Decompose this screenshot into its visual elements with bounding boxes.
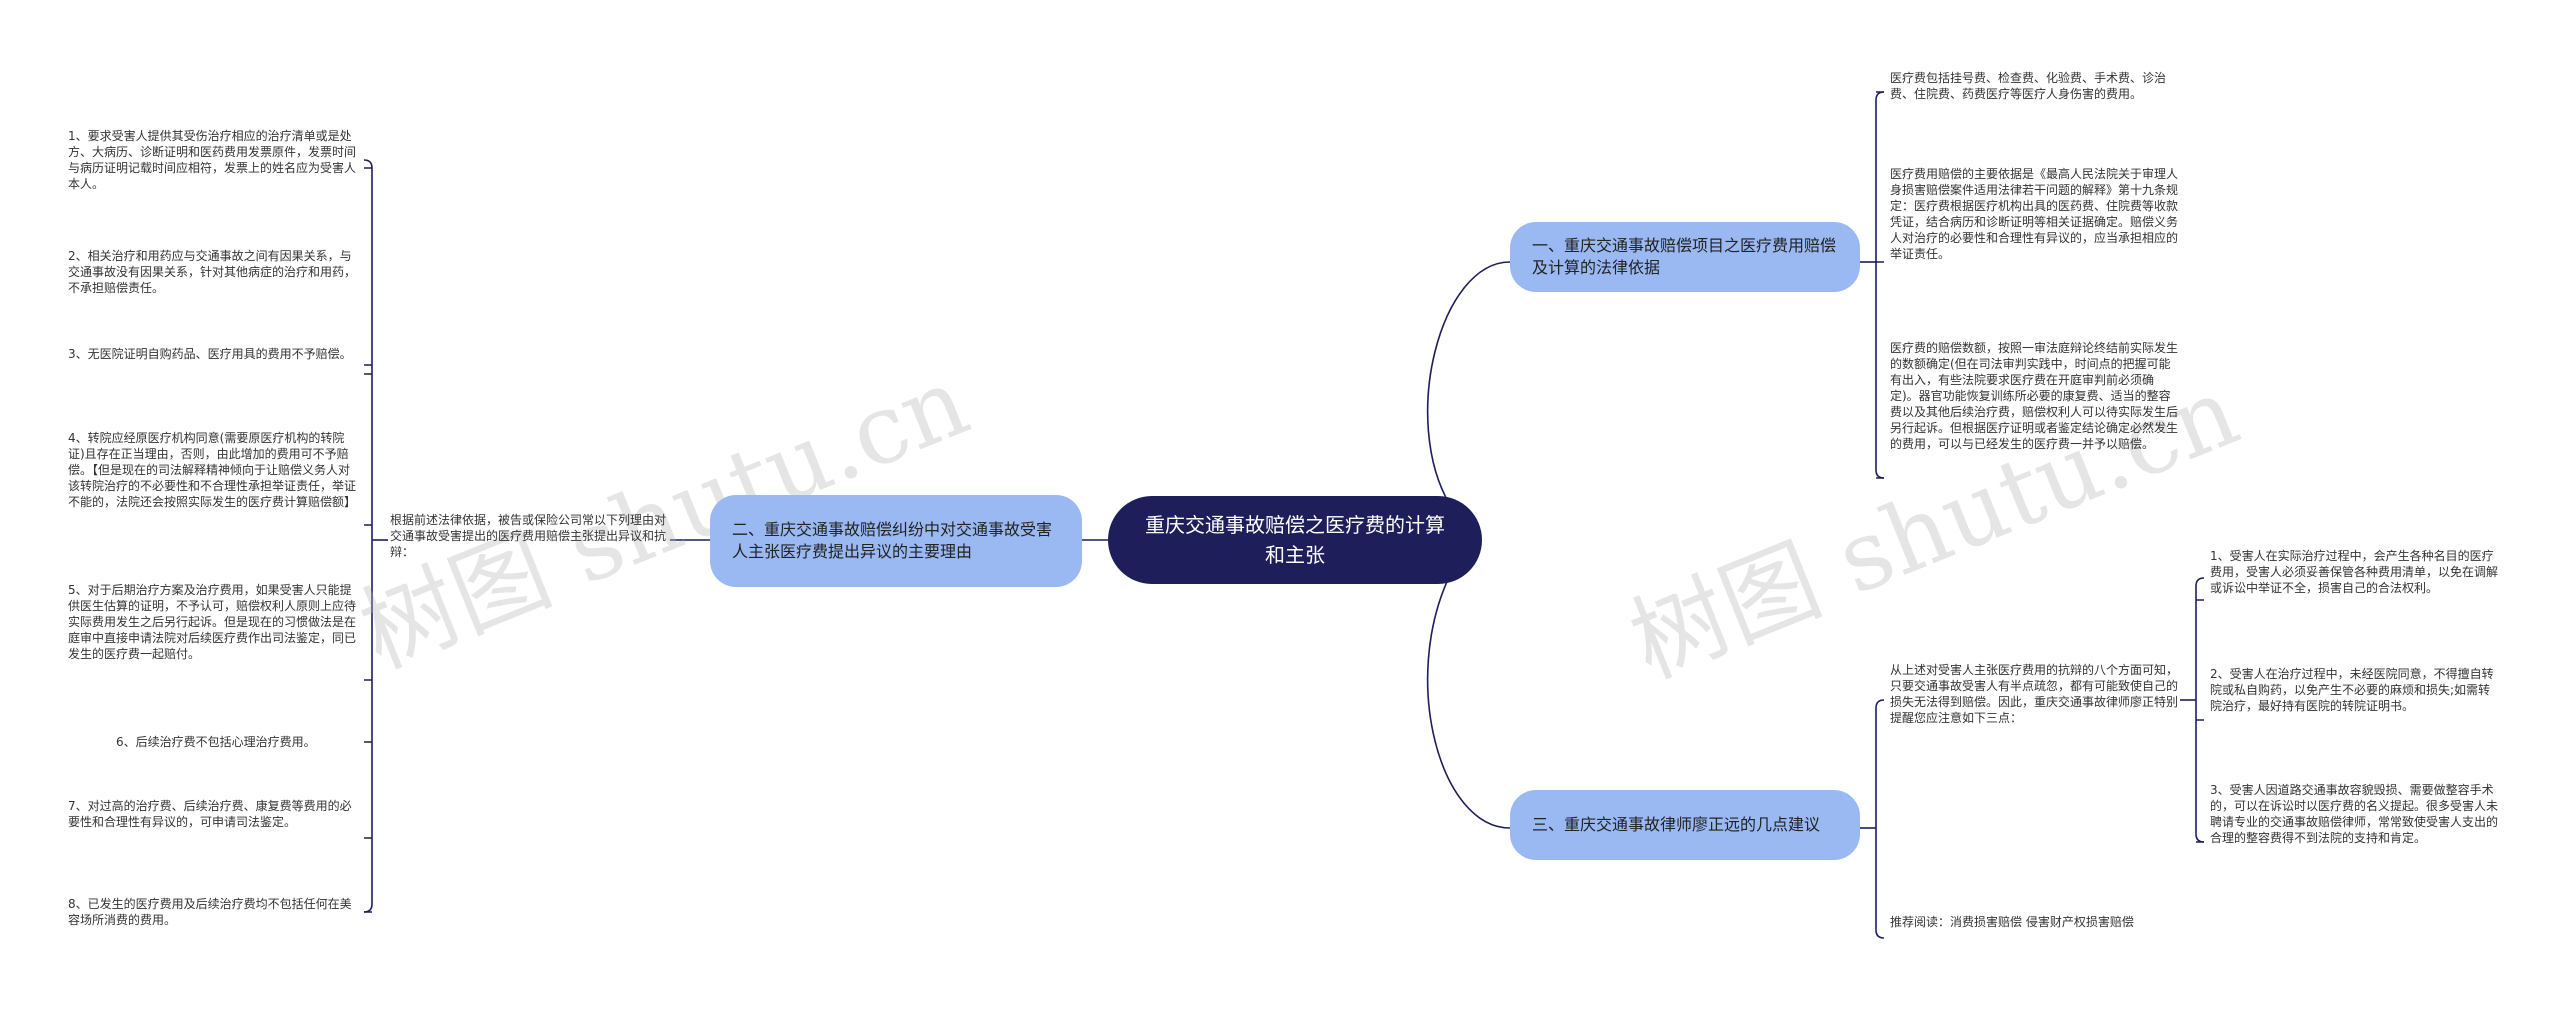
b2-leaf-7[interactable]: 7、对过高的治疗费、后续治疗费、康复费等费用的必要性和合理性有异议的，可申请司法…	[68, 799, 352, 829]
b3-leaf-2[interactable]: 2、受害人在治疗过程中，未经医院同意，不得擅自转院或私自购药，以免产生不必要的麻…	[2210, 667, 2494, 713]
bracket-b3-right	[2195, 577, 2205, 843]
b1-leaf-1[interactable]: 医疗费包括挂号费、检查费、化验费、手术费、诊治费、住院费、药费医疗等医疗人身伤害…	[1890, 71, 2167, 101]
b2-leaf-3[interactable]: 3、无医院证明自购药品、医疗用具的费用不予赔偿。	[68, 347, 352, 361]
bracket-b3-right-ticks	[2196, 599, 2204, 843]
branch-1[interactable]: 一、重庆交通事故赔偿项目之医疗费用赔偿及计算的法律依据	[1510, 222, 1860, 292]
b2-leaf-1[interactable]: 1、要求受害人提供其受伤治疗相应的治疗清单或是处方、大病历、诊断证明和医药费用发…	[68, 129, 357, 191]
root-topic[interactable]: 重庆交通事故赔偿之医疗费的计算和主张	[1108, 496, 1482, 584]
b3-leaf-3[interactable]: 3、受害人因道路交通事故容貌毁损、需要做整容手术的，可以在诉讼时以医疗费的名义提…	[2210, 783, 2499, 845]
branch-3-label: 三、重庆交通事故律师廖正远的几点建议	[1532, 815, 1821, 834]
b3-middle-text[interactable]: 从上述对受害人主张医疗费用的抗辩的八个方面可知，只要交通事故受害人有半点疏忽，都…	[1890, 663, 2179, 725]
b3-recommend-text[interactable]: 推荐阅读：消费损害赔偿 侵害财产权损害赔偿	[1890, 915, 2134, 929]
bracket-b1	[1875, 91, 1885, 479]
link-root-b3	[1426, 574, 1511, 829]
branch-3[interactable]: 三、重庆交通事故律师廖正远的几点建议	[1510, 790, 1860, 860]
b2-leaf-8[interactable]: 8、已发生的医疗费用及后续治疗费均不包括任何在美容场所消费的费用。	[68, 897, 352, 927]
branch-1-label: 一、重庆交通事故赔偿项目之医疗费用赔偿及计算的法律依据	[1532, 236, 1837, 277]
branch-2-label: 二、重庆交通事故赔偿纠纷中对交通事故受害人主张医疗费提出异议的主要理由	[732, 520, 1053, 561]
branch-2[interactable]: 二、重庆交通事故赔偿纠纷中对交通事故受害人主张医疗费提出异议的主要理由	[710, 495, 1082, 587]
b2-middle-text[interactable]: 根据前述法律依据，被告或保险公司常以下列理由对交通事故受害提出的医疗费用赔偿主张…	[390, 513, 667, 559]
bracket-b2	[363, 159, 373, 913]
bracket-b3	[1875, 699, 1885, 939]
link-root-b1	[1426, 261, 1511, 506]
b2-leaf-5[interactable]: 5、对于后期治疗方案及治疗费用，如果受害人只能提供医生估算的证明，不予认可，赔偿…	[68, 583, 357, 661]
b2-leaf-2[interactable]: 2、相关治疗和用药应与交通事故之间有因果关系，与交通事故没有因果关系，针对其他病…	[68, 249, 357, 295]
root-topic-label: 重庆交通事故赔偿之医疗费的计算和主张	[1145, 513, 1445, 567]
b1-leaf-3[interactable]: 医疗费的赔偿数额，按照一审法庭辩论终结前实际发生的数额确定(但在司法审判实践中，…	[1890, 341, 2179, 451]
b1-leaf-2[interactable]: 医疗费用赔偿的主要依据是《最高人民法院关于审理人身损害赔偿案件适用法律若干问题的…	[1890, 167, 2179, 261]
bracket-b1-ticks	[1876, 91, 1884, 479]
b2-leaf-4[interactable]: 4、转院应经原医疗机构同意(需要原医疗机构的转院证)且存在正当理由，否则，由此增…	[68, 431, 357, 509]
b2-leaf-6[interactable]: 6、后续治疗费不包括心理治疗费用。	[116, 735, 316, 749]
b3-leaf-1[interactable]: 1、受害人在实际治疗过程中，会产生各种名目的医疗费用，受害人必须妥善保管各种费用…	[2210, 549, 2499, 595]
bracket-b2-ticks	[364, 167, 372, 913]
